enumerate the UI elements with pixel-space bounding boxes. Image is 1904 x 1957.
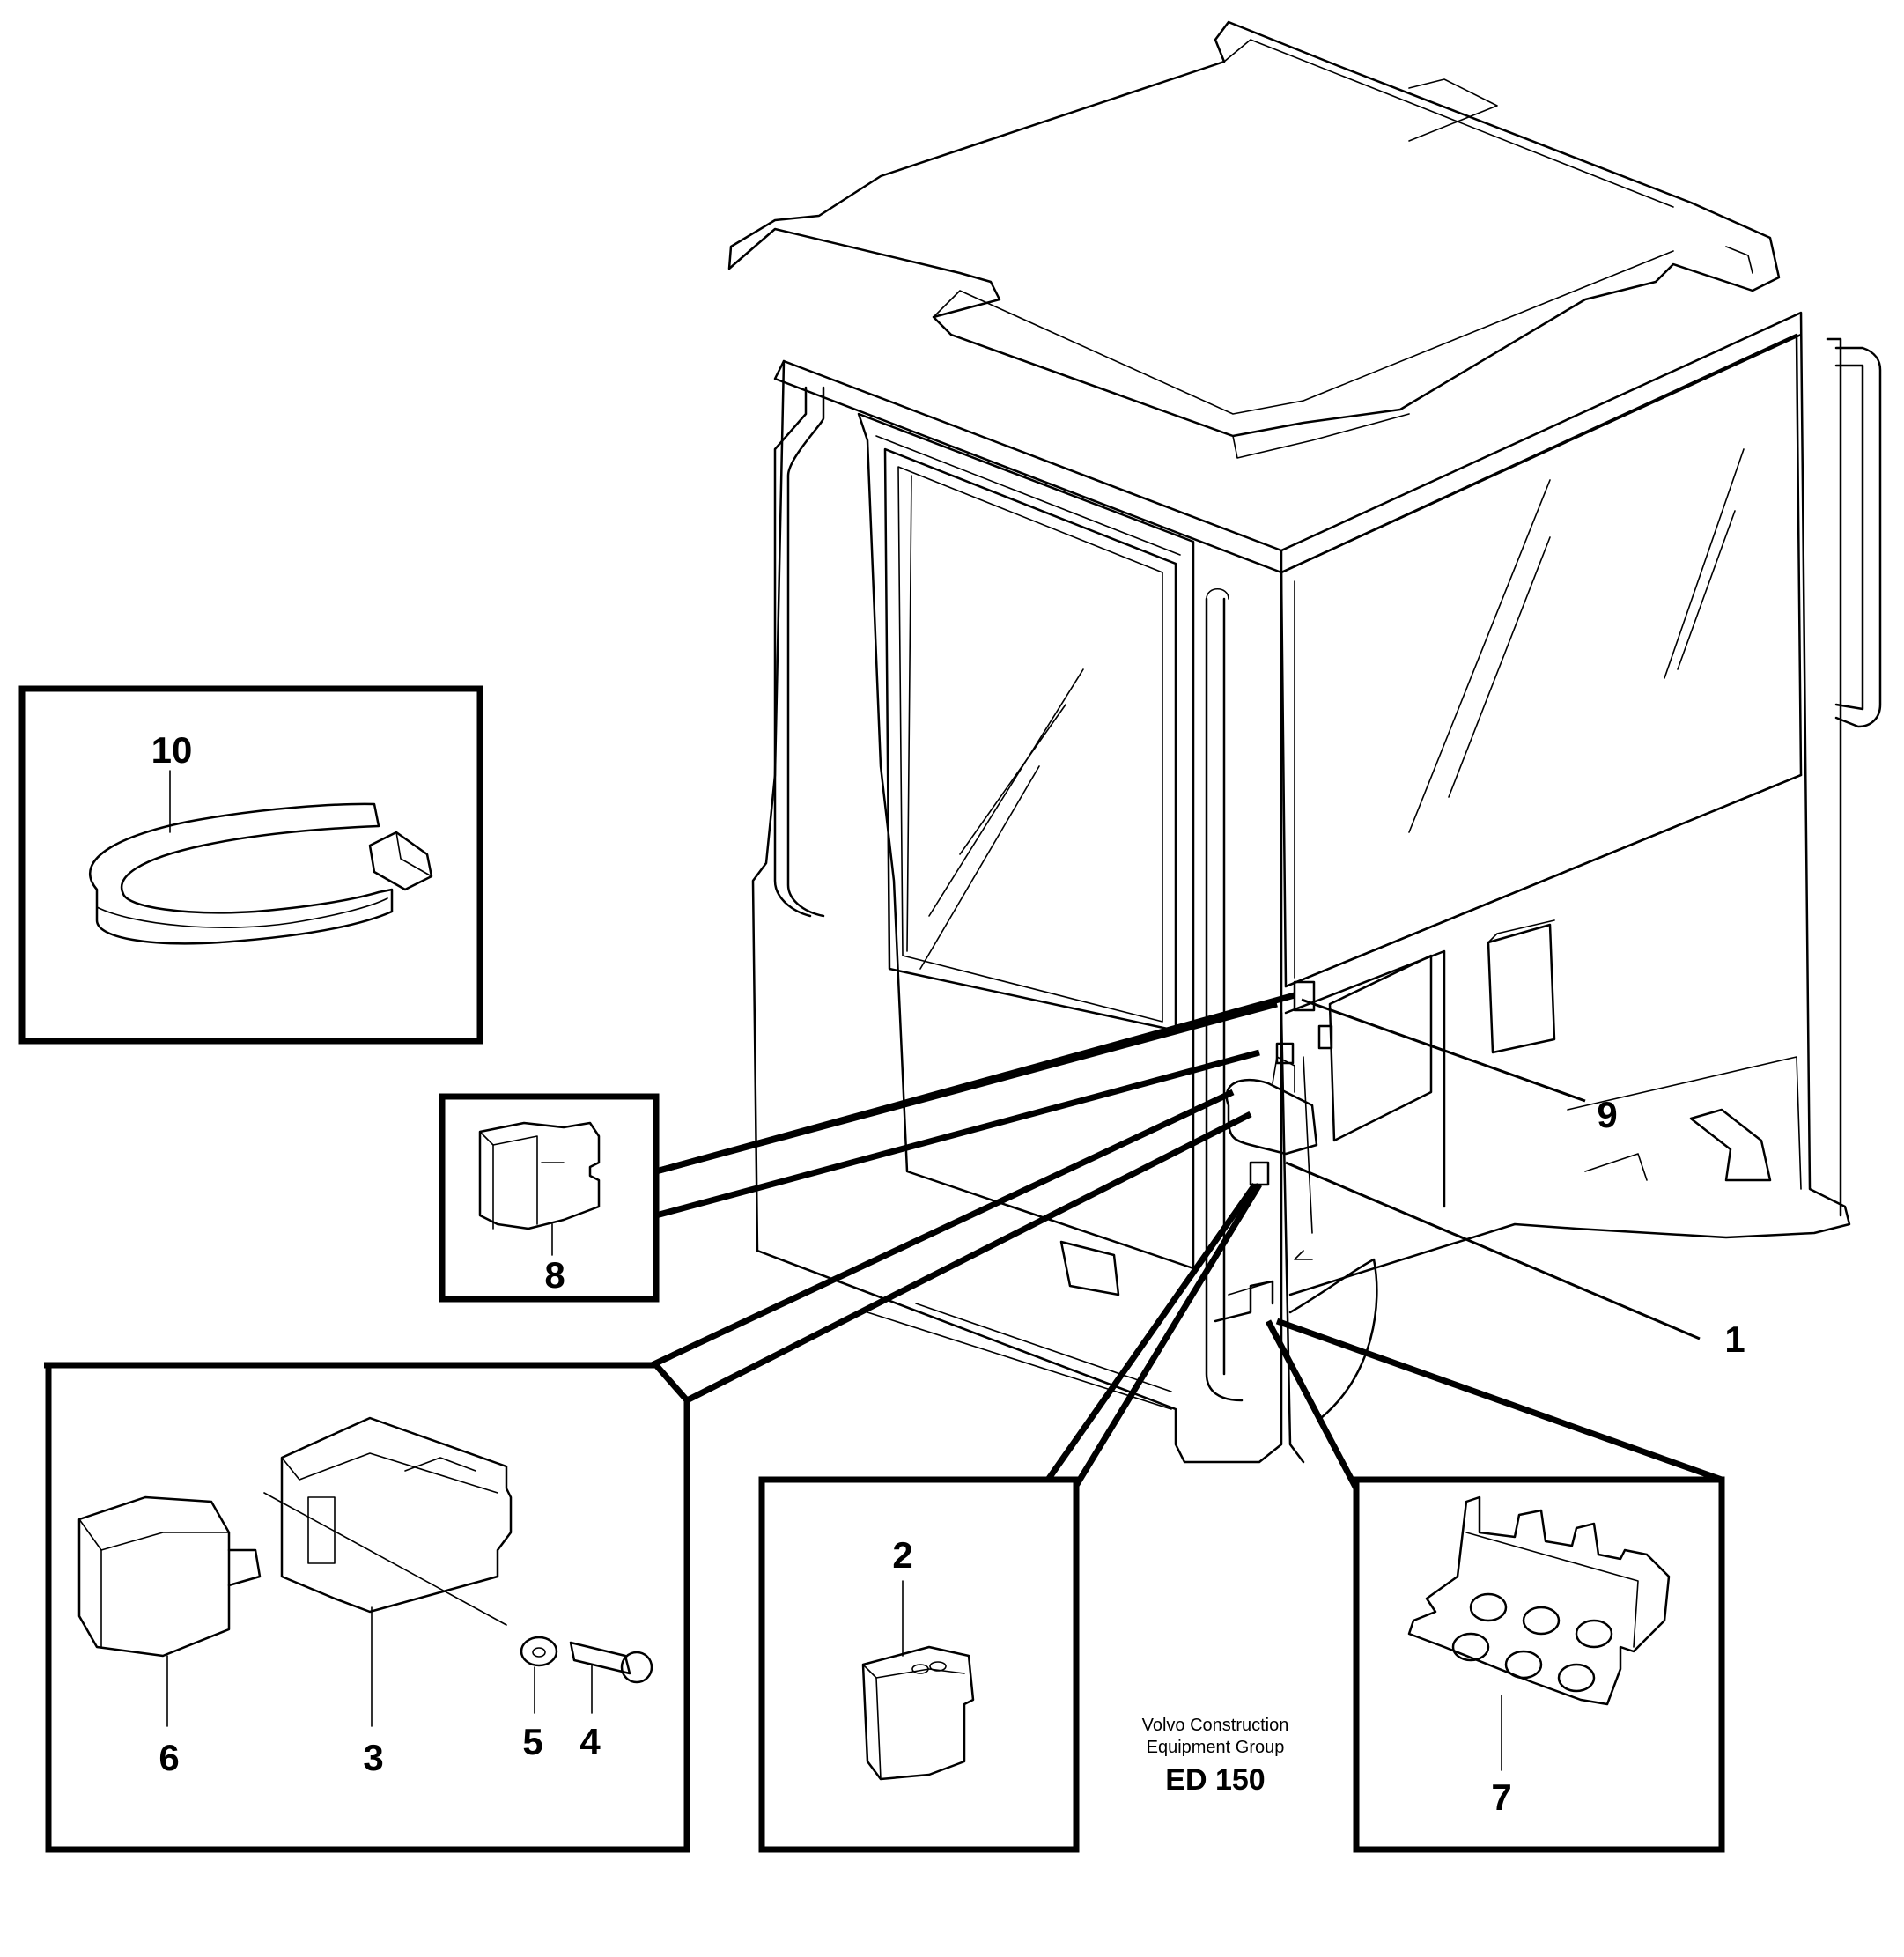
detail-box-cable-tie: 10: [18, 685, 483, 1045]
connector-illustration: [861, 1645, 975, 1781]
leader-7-right: [1275, 1318, 1723, 1483]
callout-6: 6: [159, 1737, 179, 1778]
footer-company-line1: Volvo Construction: [1142, 1716, 1289, 1735]
callout-10: 10: [151, 729, 193, 771]
callout-8: 8: [544, 1254, 565, 1296]
cab-illustration: [727, 20, 1882, 1464]
callout-4: 4: [579, 1721, 601, 1762]
detail-box-connector: 2: [758, 1476, 1080, 1853]
callout-1: 1: [1724, 1318, 1745, 1360]
leader-8-lower: [655, 1049, 1260, 1219]
leader-10-upper: [655, 992, 1295, 1175]
relay-holder-illustration: [280, 1416, 513, 1614]
callout-3: 3: [363, 1737, 383, 1778]
detail-box-relay: 6 3 5 4: [45, 1362, 690, 1853]
bolt-illustration: [569, 1641, 631, 1675]
footer-company-line2: Equipment Group: [1147, 1738, 1285, 1757]
fuse-holder-illustration: [1407, 1495, 1671, 1706]
callout-9: 9: [1597, 1094, 1617, 1135]
washer-illustration: [520, 1636, 558, 1667]
footer-drawing-code: ED 150: [1165, 1763, 1265, 1797]
detail-box-fuse-holder: 7: [1353, 1476, 1725, 1853]
callout-7: 7: [1491, 1776, 1511, 1818]
detail-box-switch: 8: [439, 1093, 660, 1303]
callout-2: 2: [892, 1534, 912, 1576]
cable-tie-illustration: [89, 802, 394, 945]
callout-5: 5: [522, 1721, 542, 1762]
leader-1: [1285, 1161, 1701, 1340]
rocker-switch-illustration: [478, 1121, 601, 1230]
leader-9: [1301, 998, 1586, 1103]
leader-2-left: [762, 1182, 1258, 1483]
relay-illustration: [77, 1495, 231, 1658]
